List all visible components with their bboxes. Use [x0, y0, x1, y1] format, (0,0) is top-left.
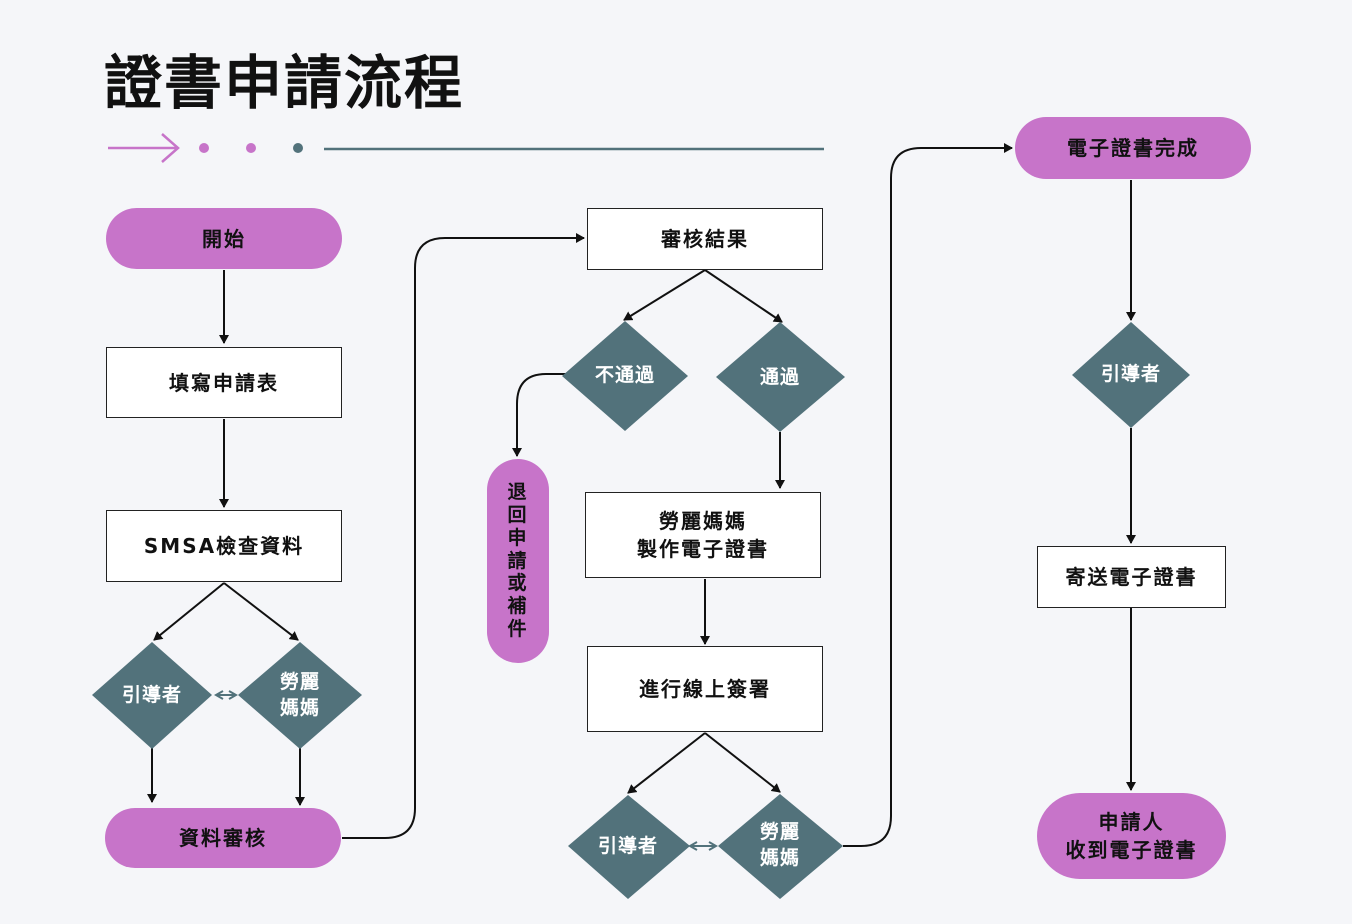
label-reject: 不通過	[594, 364, 655, 387]
label-d2-lily: 勞麗 媽媽	[759, 821, 800, 869]
dot-1	[199, 143, 209, 153]
node-return: 退 回 申 請 或 補 件	[487, 459, 549, 663]
node-smsa-check: SMSA檢查資料	[106, 510, 342, 582]
arrow-reject-to-return	[512, 373, 566, 457]
node-review-result: 審核結果	[587, 208, 823, 270]
dot-2	[246, 143, 256, 153]
node-lily-make: 勞麗媽媽 製作電子證書	[585, 492, 821, 578]
label-pass: 通過	[759, 366, 800, 389]
diamond-d3-guide	[1072, 322, 1190, 428]
node-send-cert: 寄送電子證書	[1037, 546, 1226, 608]
node-start: 開始	[106, 208, 342, 269]
diamond-d1-lily	[238, 642, 362, 749]
page-title: 證書申請流程	[104, 49, 465, 117]
diamond-pass	[716, 322, 845, 432]
arrow-lily-to-done	[843, 143, 1013, 847]
dot-3	[293, 143, 303, 153]
diamond-d2-lily	[718, 794, 843, 899]
node-receive: 申請人 收到電子證書	[1037, 793, 1226, 879]
label-d3-guide: 引導者	[1100, 363, 1161, 386]
arrow-result-to-pass	[704, 269, 783, 323]
diamond-d2-guide	[568, 795, 690, 899]
arrow-sign-to-guide	[627, 732, 706, 794]
arrow-smsa-to-lily	[223, 582, 299, 641]
node-cert-done: 電子證書完成	[1015, 117, 1251, 179]
node-fill-form: 填寫申請表	[106, 347, 342, 418]
arrow-sign-to-lily	[704, 732, 781, 793]
diamond-d1-guide	[92, 642, 212, 749]
label-d2-guide: 引導者	[597, 835, 658, 858]
label-d1-lily: 勞麗 媽媽	[279, 671, 320, 719]
header-decoration	[108, 133, 824, 163]
node-data-review: 資料審核	[105, 808, 341, 868]
arrow-review-to-result	[342, 233, 585, 839]
node-online-sign: 進行線上簽署	[587, 646, 823, 732]
diamond-reject	[562, 321, 688, 431]
label-d1-guide: 引導者	[121, 684, 182, 707]
arrow-smsa-to-guide	[153, 582, 225, 641]
arrow-result-to-reject	[623, 269, 706, 321]
